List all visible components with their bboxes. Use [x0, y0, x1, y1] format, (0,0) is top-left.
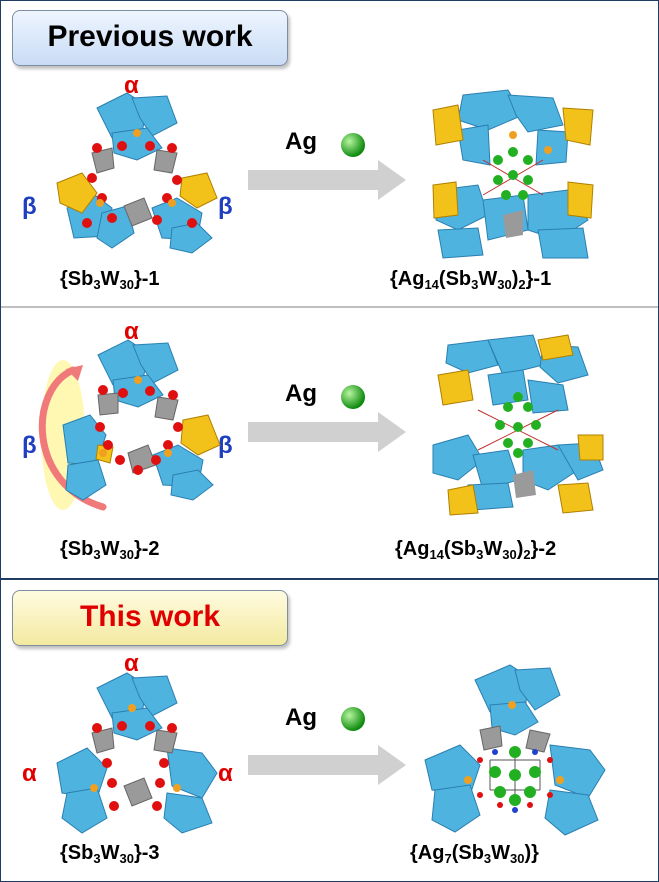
beta-label-left: β [22, 432, 37, 459]
ag14-sb3w30-2-1-structure [432, 89, 594, 259]
ag14-sb3w30-2-2-label: {Ag14(Sb3W30)2}-2 [395, 538, 557, 562]
beta-label-right: β [218, 193, 233, 220]
sb3w30-2-structure [38, 339, 221, 511]
alpha-label-top: α [124, 650, 139, 677]
this-work-tag: This work [12, 590, 288, 646]
silver-reagent-label: Ag [285, 704, 317, 731]
sb3w30-2-label: {Sb3W30}-2 [60, 538, 160, 562]
silver-ball-icon [341, 707, 365, 731]
section-divider-main [1, 578, 658, 580]
sb3w30-1-label: {Sb3W30}-1 [60, 268, 160, 292]
silver-reagent-label: Ag [285, 128, 317, 155]
alpha-label-top: α [124, 318, 139, 345]
silver-reagent-label: Ag [285, 380, 317, 407]
section-divider [1, 306, 658, 308]
sb3w30-1-structure [56, 92, 218, 254]
previous-work-tag: Previous work [12, 10, 288, 66]
ag7-sb3w30-label: {Ag7(Sb3W30)} [410, 842, 539, 866]
beta-label-right: β [218, 432, 233, 459]
ag14-sb3w30-2-2-structure [432, 334, 604, 516]
reaction-arrow-2 [248, 412, 406, 452]
silver-ball-icon [341, 385, 365, 409]
reaction-arrow-3 [248, 745, 406, 785]
alpha-label-right: α [218, 760, 233, 787]
beta-label-left: β [22, 193, 37, 220]
ag7-sb3w30-structure [424, 664, 606, 836]
reaction-arrow-1 [248, 160, 406, 200]
alpha-label-left: α [22, 760, 37, 787]
silver-ball-icon [341, 133, 365, 157]
ag14-sb3w30-2-1-label: {Ag14(Sb3W30)2}-1 [390, 268, 552, 292]
alpha-label-top: α [124, 72, 139, 99]
sb3w30-3-label: {Sb3W30}-3 [60, 842, 160, 866]
sb3w30-3-structure [56, 672, 218, 834]
